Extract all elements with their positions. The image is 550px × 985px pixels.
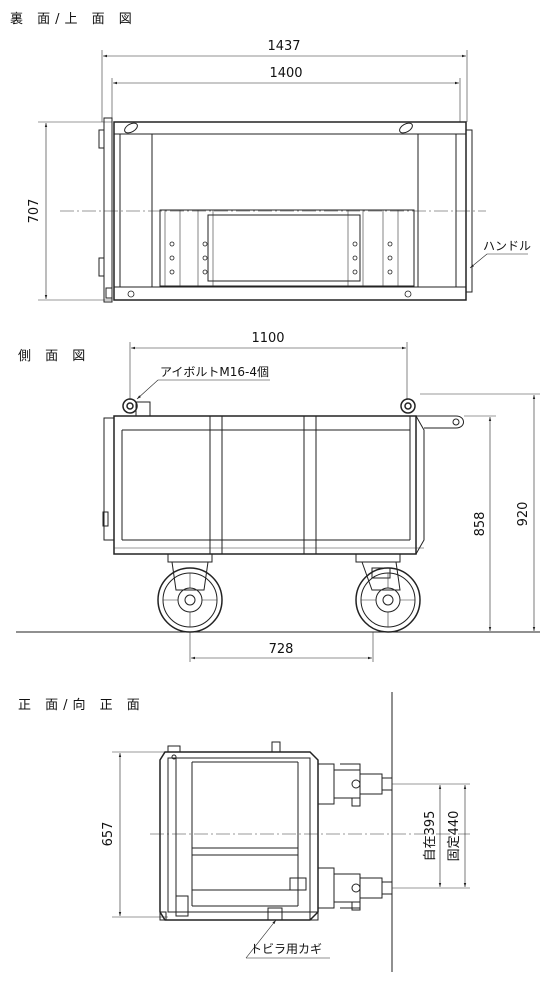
dim-920: 920 (516, 502, 531, 527)
eyebolt-label: アイボルトM16-4個 (160, 365, 269, 379)
dim-728: 728 (269, 642, 294, 657)
handle-label: ハンドル (483, 239, 531, 253)
dim-858: 858 (473, 512, 488, 537)
dim-swivel-395: 自在395 (423, 811, 438, 862)
top-view-title: 裏 面/上 面 図 (10, 12, 137, 27)
side-view-title: 側 面 図 (18, 349, 91, 364)
caster-right (355, 554, 421, 633)
front-view: 657 (101, 692, 470, 972)
door-key-label: トビラ用カギ (250, 942, 322, 956)
front-caster-bottom (317, 867, 393, 911)
dim-1437: 1437 (267, 39, 300, 54)
dim-1400: 1400 (269, 66, 302, 81)
dim-657: 657 (101, 822, 116, 847)
side-view: 1100 アイボルトM16-4個 (16, 331, 540, 662)
top-view: 1437 1400 707 (27, 39, 531, 303)
dim-1100: 1100 (251, 331, 284, 346)
front-caster-top (317, 763, 393, 807)
caster-left (157, 554, 223, 633)
dim-fixed-440: 固定440 (447, 811, 462, 862)
dim-707: 707 (27, 199, 42, 224)
front-view-title: 正 面/向 正 面 (18, 698, 145, 713)
